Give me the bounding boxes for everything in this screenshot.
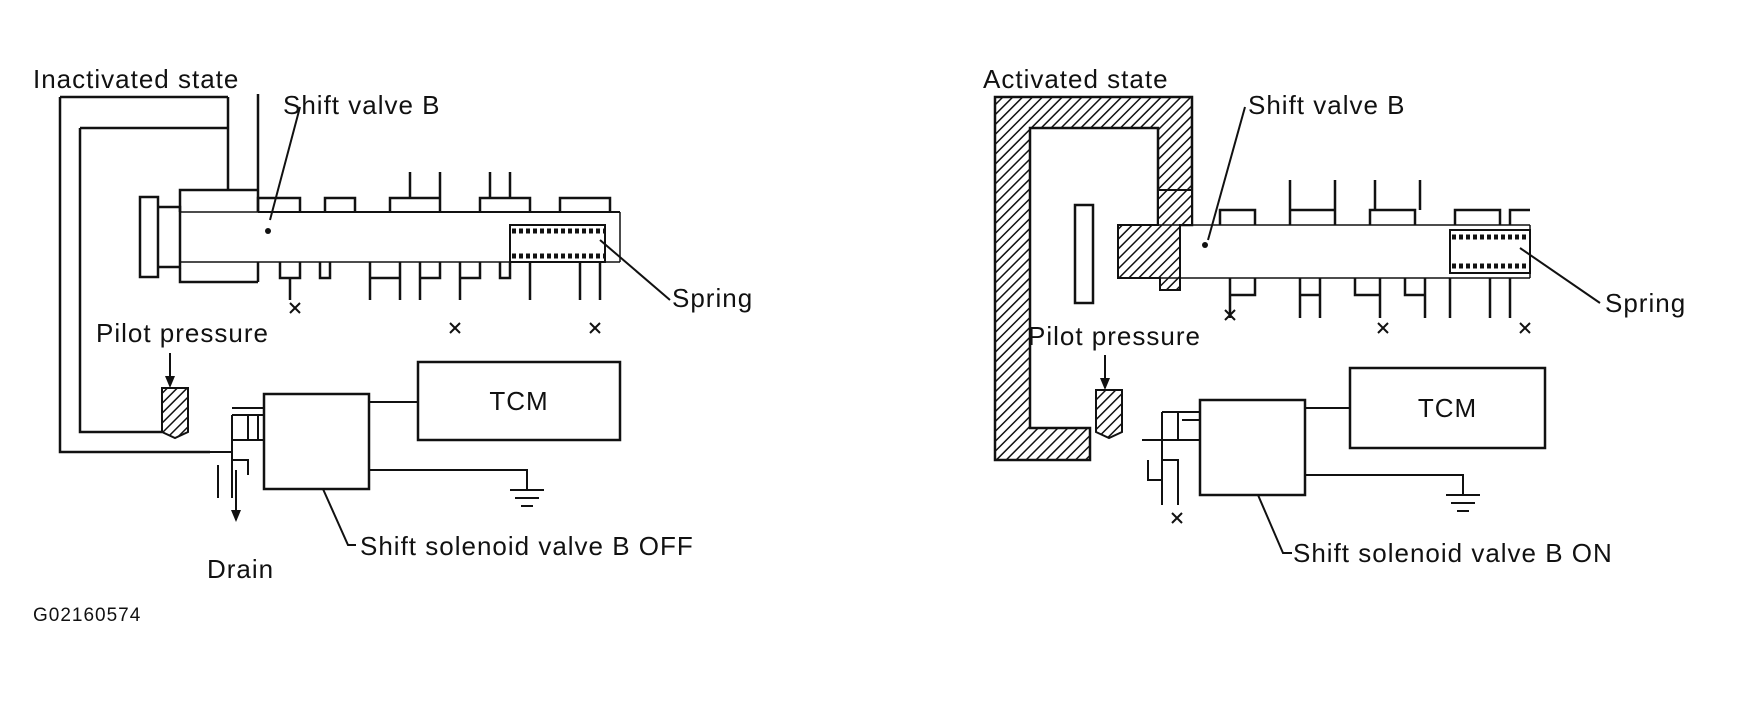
right-x-marks [1171,309,1531,524]
left-drain-label: Drain [207,554,275,584]
left-spring-label: Spring [672,283,754,313]
left-solenoid-label: Shift solenoid valve B OFF [360,531,694,561]
right-ground-wire [1305,474,1464,495]
right-pilot-pressure-label: Pilot pressure [1028,321,1201,351]
left-valve-body-top [178,188,260,284]
left-x-marks [289,302,601,334]
left-shift-valve-label: Shift valve B [283,90,441,120]
right-ground-symbol [1446,494,1480,512]
right-bottom-ports [1228,278,1512,318]
left-ground-symbol [510,489,544,507]
right-solenoid-leader [1257,494,1292,554]
right-spring-housing [1449,229,1531,274]
left-pilot-loop [58,94,260,454]
right-shift-valve-label: Shift valve B [1248,90,1406,120]
figure-code: G02160574 [33,605,142,626]
left-shift-valve-leader [269,106,301,221]
left-panel [58,94,671,546]
left-spring-coil [512,228,604,259]
right-spring-leader [1519,247,1601,304]
right-solenoid-plunger [1142,411,1200,505]
left-tcm-label: TCM [489,386,549,416]
right-tcm-label: TCM [1417,393,1478,423]
right-end-cap [1073,203,1095,305]
right-pilot-hatched-end [1117,189,1193,291]
left-end-cap [138,195,160,279]
right-state-title: Activated state [983,64,1169,94]
left-bottom-ports [278,262,602,300]
left-ground-wire [369,469,528,490]
right-solenoid-body [1198,398,1307,497]
right-spring-label: Spring [1605,288,1687,318]
left-pilot-line [226,97,260,190]
left-end-cap-inner [158,205,182,269]
left-pilot-pressure-label: Pilot pressure [96,318,269,348]
left-solenoid-body [262,392,371,491]
left-solenoid-leader [322,488,356,546]
left-state-title: Inactivated state [33,64,240,94]
right-spring-coil [1452,234,1528,269]
left-spring-leader [599,239,671,301]
right-pilot-orifice [1095,389,1123,440]
left-pilot-orifice [161,387,189,440]
right-panel [993,95,1601,554]
left-solenoid-plunger [210,414,264,498]
right-shift-valve-leader [1207,106,1246,241]
left-top-ports [256,172,612,212]
right-solenoid-label: Shift solenoid valve B ON [1293,538,1613,568]
right-top-ports [1218,180,1530,225]
